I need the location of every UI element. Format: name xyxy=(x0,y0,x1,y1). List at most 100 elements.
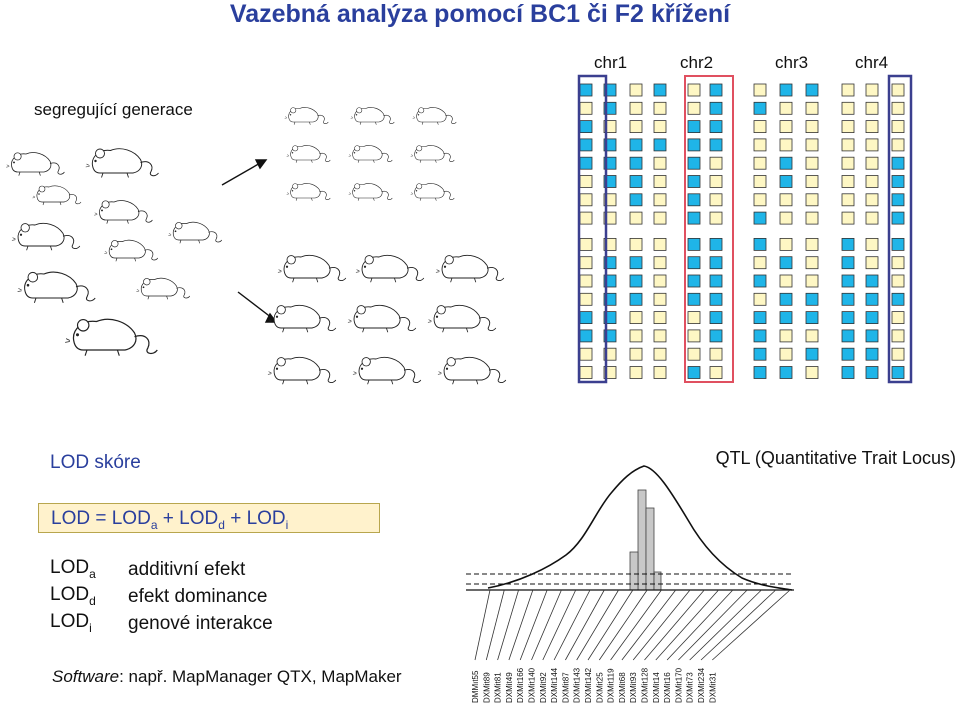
genotype-cell xyxy=(780,212,792,224)
genotype-cell xyxy=(688,312,700,324)
genotype-cell xyxy=(842,212,854,224)
genotype-cell xyxy=(710,212,722,224)
genotype-cell xyxy=(866,367,878,379)
genotype-cell xyxy=(630,84,642,96)
genotype-cell xyxy=(842,312,854,324)
genotype-cell xyxy=(780,348,792,360)
genotype-cell xyxy=(580,257,592,269)
genotype-cell xyxy=(866,238,878,250)
genotype-cell xyxy=(710,330,722,342)
genotype-cell xyxy=(688,257,700,269)
genotype-cell xyxy=(630,275,642,287)
genotype-cell xyxy=(688,348,700,360)
genotype-cell xyxy=(806,348,818,360)
genotype-cell xyxy=(866,212,878,224)
marker-label: DXMit93 xyxy=(629,672,638,703)
genotype-cell xyxy=(780,139,792,151)
marker-link-line xyxy=(532,590,562,660)
genotype-cell xyxy=(688,212,700,224)
marker-link-line xyxy=(475,590,490,660)
genotype-cell xyxy=(892,121,904,133)
genotype-cell xyxy=(630,330,642,342)
genotype-cell xyxy=(580,84,592,96)
marker-label: DXMit89 xyxy=(482,672,491,703)
genotype-cell xyxy=(754,194,766,206)
genotype-cell xyxy=(806,275,818,287)
genotype-cell xyxy=(842,194,854,206)
genotype-cell xyxy=(654,238,666,250)
genotype-cell xyxy=(806,157,818,169)
genotype-cell xyxy=(754,275,766,287)
genotype-cell xyxy=(754,367,766,379)
genotype-cell xyxy=(892,102,904,114)
genotype-cell xyxy=(780,84,792,96)
marker-link-line xyxy=(622,590,676,660)
marker-label: DXMit16 xyxy=(663,672,672,703)
genotype-cell xyxy=(630,157,642,169)
genotype-cell xyxy=(710,102,722,114)
genotype-cell xyxy=(806,293,818,305)
genotype-cell xyxy=(866,176,878,188)
genotype-cell xyxy=(654,157,666,169)
marker-link-line xyxy=(633,590,690,660)
lod-bar xyxy=(646,508,654,590)
mice-left-group xyxy=(6,149,222,356)
genotype-cell xyxy=(892,238,904,250)
genotype-cell xyxy=(710,121,722,133)
genotype-cell xyxy=(780,367,792,379)
genotype-cell xyxy=(688,194,700,206)
genotype-cell xyxy=(892,84,904,96)
genotype-cell xyxy=(688,121,700,133)
genotype-cell xyxy=(892,275,904,287)
marker-label: DΜMıt55 xyxy=(471,670,480,703)
marker-label: DXMit143 xyxy=(573,667,582,703)
genotype-cell xyxy=(754,257,766,269)
genotype-cell xyxy=(842,348,854,360)
marker-link-line xyxy=(577,590,619,660)
genotype-cell xyxy=(654,367,666,379)
genotype-cell xyxy=(842,176,854,188)
genotype-cell xyxy=(654,121,666,133)
genotype-cell xyxy=(892,139,904,151)
genotype-cell xyxy=(654,275,666,287)
genotype-cell xyxy=(806,257,818,269)
genotype-cell xyxy=(866,348,878,360)
genotype-cell xyxy=(580,293,592,305)
marker-label: DXMit234 xyxy=(697,667,706,703)
marker-label: DXMit87 xyxy=(561,672,570,703)
mice-upper-right-group xyxy=(285,107,457,200)
genotype-cell xyxy=(688,176,700,188)
genotype-cell xyxy=(754,176,766,188)
genotype-cell xyxy=(580,312,592,324)
genotype-cell xyxy=(754,139,766,151)
marker-label: DXMit73 xyxy=(686,672,695,703)
genotype-cell xyxy=(688,330,700,342)
genotype-cell xyxy=(630,293,642,305)
genotype-cell xyxy=(654,194,666,206)
marker-label: DXMit25 xyxy=(595,672,604,703)
marker-link-line xyxy=(588,590,633,660)
marker-link-line xyxy=(701,590,776,660)
genotype-cell xyxy=(710,275,722,287)
genotype-cell xyxy=(580,212,592,224)
genotype-cell xyxy=(580,139,592,151)
genotype-cell xyxy=(654,139,666,151)
genotype-cell xyxy=(842,330,854,342)
genotype-cell xyxy=(580,348,592,360)
genotype-cell xyxy=(806,367,818,379)
genotype-cell xyxy=(842,84,854,96)
genotype-cell xyxy=(754,157,766,169)
genotype-cell xyxy=(842,257,854,269)
genotype-cell xyxy=(754,293,766,305)
marker-label: DXMit144 xyxy=(550,667,559,703)
genotype-cell xyxy=(754,212,766,224)
genotype-cell xyxy=(710,157,722,169)
genotype-cell xyxy=(654,212,666,224)
genotype-cell xyxy=(866,121,878,133)
marker-label: DXMit49 xyxy=(505,672,514,703)
genotype-cell xyxy=(688,275,700,287)
genotype-cell xyxy=(754,348,766,360)
genotype-cell xyxy=(654,330,666,342)
genotype-cell xyxy=(866,275,878,287)
